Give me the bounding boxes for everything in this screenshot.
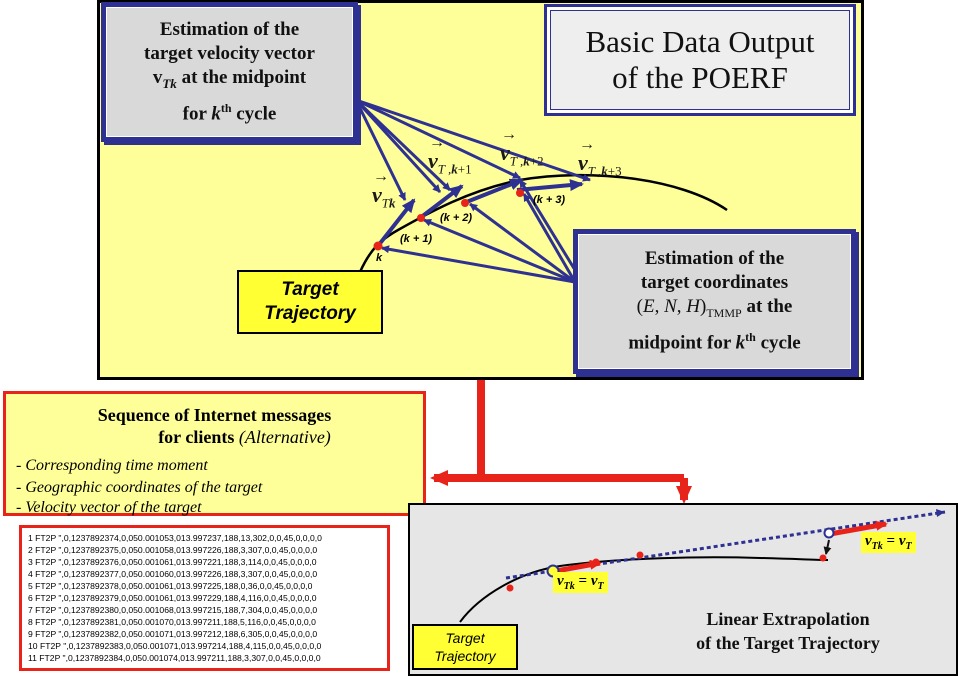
extrapolation-trajectory-label-line1: Target bbox=[445, 630, 485, 646]
messages-title-line2: for clients (Alternative) bbox=[158, 427, 331, 447]
extrapolation-trajectory-curve bbox=[459, 556, 829, 623]
point-k bbox=[373, 241, 383, 251]
data-line: 6 FT2P ",0,1237892379,0,050.001061,013.9… bbox=[28, 593, 317, 603]
velocity-pointer-lines bbox=[354, 98, 591, 201]
extrapolation-trajectory-label: Target Trajectory bbox=[412, 624, 518, 670]
extrapolation-title-line2: of the Target Trajectory bbox=[696, 633, 880, 653]
target-trajectory-label: Target Trajectory bbox=[237, 270, 383, 334]
data-line: 7 FT2P ",0,1237892380,0,050.001068,013.9… bbox=[28, 605, 318, 615]
point-label-k3: (k + 3) bbox=[533, 194, 566, 206]
velocity-box-line4: for kth cycle bbox=[182, 100, 277, 125]
data-line: 8 FT2P ",0,1237892381,0,050.001070,013.9… bbox=[28, 617, 316, 627]
data-line: 11 FT2P ",0,1237892384,0,050.001074,013.… bbox=[28, 653, 321, 663]
coord-box-line3: (E, N, H)TMMP at the bbox=[636, 296, 793, 321]
point-label-k2: (k + 2) bbox=[440, 212, 473, 224]
vector-label-tk2: →vT ,k+2 bbox=[500, 126, 544, 169]
extrapolation-offset-arrow bbox=[823, 539, 832, 555]
velocity-estimation-box: Estimation of the target velocity vector… bbox=[101, 2, 358, 142]
point-k1 bbox=[417, 214, 425, 222]
vector-label-tk1: →vT ,k+1 bbox=[428, 134, 472, 177]
internet-messages-box: Sequence of Internet messages for client… bbox=[3, 391, 426, 516]
extrapolation-equation-right: vTk = vT bbox=[861, 532, 916, 553]
title-line1: Basic Data Output bbox=[585, 24, 815, 59]
point-k3 bbox=[516, 189, 524, 197]
data-line: 1 FT2P ",0,1237892374,0,050.001053,013.9… bbox=[28, 533, 322, 543]
coord-box-line1: Estimation of the bbox=[644, 248, 785, 270]
messages-title: Sequence of Internet messages for client… bbox=[6, 404, 423, 448]
point-k2 bbox=[461, 199, 469, 207]
title-line2: of the POERF bbox=[612, 60, 788, 95]
velocity-box-line3: vTk at the midpoint bbox=[152, 66, 307, 91]
data-line: 5 FT2P ",0,1237892378,0,050.001061,013.9… bbox=[28, 581, 313, 591]
extrapolation-title: Linear Extrapolation of the Target Traje… bbox=[668, 607, 908, 655]
data-line: 10 FT2P ",0,1237892383,0,050.001071,013.… bbox=[28, 641, 322, 651]
point-label-k1: (k + 1) bbox=[400, 233, 433, 245]
message-bullet-time: - Corresponding time moment bbox=[16, 457, 208, 474]
data-line: 9 FT2P ",0,1237892382,0,050.001071,013.9… bbox=[28, 629, 318, 639]
extrapolation-equation-left: vTk = vT bbox=[553, 572, 608, 593]
message-bullet-velocity: - Velocity vector of the target bbox=[16, 499, 202, 516]
extrapolation-points bbox=[506, 551, 827, 592]
page-title: Basic Data Output of the POERF bbox=[544, 4, 856, 116]
extrapolation-vector-2 bbox=[829, 520, 888, 537]
connector-arrows bbox=[430, 380, 692, 504]
extrapolation-title-line1: Linear Extrapolation bbox=[706, 609, 870, 629]
coord-box-line4: midpoint for kth cycle bbox=[628, 330, 801, 354]
velocity-box-line2: target velocity vector bbox=[144, 42, 315, 64]
data-line: 3 FT2P ",0,1237892376,0,050.001061,013.9… bbox=[28, 557, 317, 567]
trajectory-label-line1: Target bbox=[281, 279, 339, 300]
message-data-list: 1 FT2P ",0,1237892374,0,050.001053,013.9… bbox=[19, 525, 390, 671]
coord-box-line2: target coordinates bbox=[640, 272, 789, 294]
data-line: 4 FT2P ",0,1237892377,0,050.001060,013.9… bbox=[28, 569, 318, 579]
trajectory-label-line2: Trajectory bbox=[264, 303, 356, 324]
extrapolation-trajectory-label-line2: Trajectory bbox=[434, 648, 496, 664]
message-bullet-coordinates: - Geographic coordinates of the target bbox=[16, 479, 263, 496]
vector-label-tk3: →vT ,k+3 bbox=[578, 136, 622, 179]
velocity-vectors bbox=[376, 178, 584, 248]
trajectory-points bbox=[373, 189, 524, 251]
velocity-box-line1: Estimation of the bbox=[159, 18, 300, 40]
extrapolation-vector-1 bbox=[555, 559, 602, 574]
data-line: 2 FT2P ",0,1237892375,0,050.001058,013.9… bbox=[28, 545, 318, 555]
coordinates-estimation-box: Estimation of the target coordinates (E,… bbox=[573, 229, 856, 374]
point-label-k: k bbox=[376, 252, 383, 264]
messages-title-line1: Sequence of Internet messages bbox=[97, 405, 332, 425]
vector-label-tk: →vTk bbox=[372, 168, 396, 211]
coordinate-pointer-lines bbox=[381, 179, 577, 284]
extrapolation-end-marker bbox=[823, 527, 835, 539]
